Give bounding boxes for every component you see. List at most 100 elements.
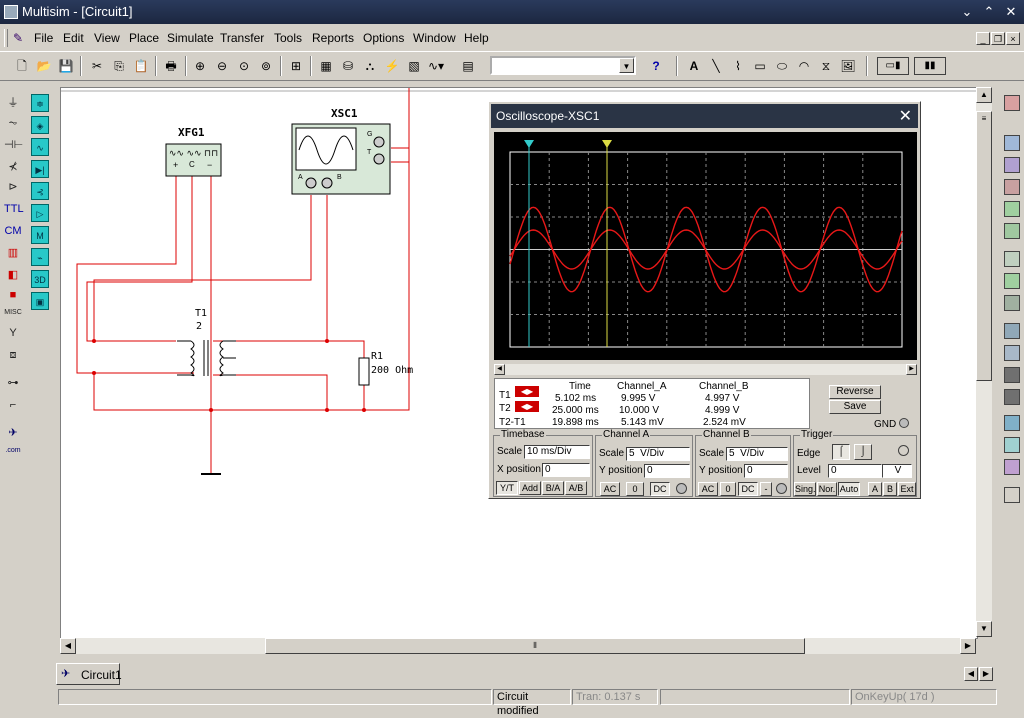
waveform-selector-icon[interactable]: ∿∿ ∿∿ ⊓⊓	[168, 148, 219, 158]
scroll-up-icon[interactable]: ▲	[976, 87, 992, 103]
scroll-right-icon[interactable]: ▶	[960, 638, 976, 654]
scroll-left-icon[interactable]: ◀	[494, 364, 505, 375]
pause-button-icon[interactable]: ▮▮	[914, 57, 946, 75]
simulate-lightning-icon[interactable]: ⚡	[384, 59, 400, 73]
bus-icon[interactable]: ⌐	[9, 399, 17, 411]
rising-edge-icon[interactable]: ⌠	[832, 444, 850, 460]
menu-transfer[interactable]: Transfer	[220, 31, 265, 45]
menu-reports[interactable]: Reports	[312, 31, 355, 45]
polyline-tool-icon[interactable]: ⌇	[735, 59, 741, 73]
ba-mode-button[interactable]: B/A	[542, 481, 564, 495]
channel-b-scale-field[interactable]: 5 V/Div	[726, 447, 788, 461]
sources-icon[interactable]: ⏚	[7, 97, 19, 109]
trigger-level-field[interactable]: 0	[828, 464, 882, 478]
oscilloscope-title-bar[interactable]: Oscilloscope-XSC1 ✕	[491, 104, 918, 128]
virtual-analog-icon[interactable]: ▷	[31, 204, 49, 222]
paste-icon[interactable]: 📋	[133, 59, 149, 73]
text-tool-icon[interactable]: A	[689, 59, 699, 73]
polygon-tool-icon[interactable]: ⧖	[821, 59, 831, 73]
channel-b-minus-button[interactable]: -	[760, 482, 772, 496]
current-probe-icon[interactable]	[1004, 487, 1020, 503]
trigger-normal-button[interactable]: Nor.	[817, 482, 837, 496]
channel-b-ac-button[interactable]: AC	[698, 482, 718, 496]
channel-a-ac-button[interactable]: AC	[600, 482, 620, 496]
horizontal-scrollbar[interactable]: ◀ ⦀ ▶	[60, 638, 976, 654]
trigger-b-button[interactable]: B	[883, 482, 897, 496]
oscilloscope-window[interactable]: Oscilloscope-XSC1 ✕ ◀ ▶ Time Channel_A C…	[488, 101, 921, 499]
zoom-in-icon[interactable]: ⊕	[194, 59, 206, 73]
close-icon[interactable]: ✕	[898, 108, 912, 125]
menu-edit[interactable]: Edit	[63, 31, 84, 45]
scroll-down-icon[interactable]: ▼	[976, 621, 992, 637]
menu-file[interactable]: File	[34, 31, 54, 45]
new-file-icon[interactable]: 🗋	[17, 59, 27, 73]
wattmeter-icon[interactable]	[1004, 157, 1020, 173]
virtual-source-icon[interactable]: ≑	[31, 94, 49, 112]
tab-scroll-left-icon[interactable]: ◀	[964, 667, 978, 681]
virtual-transistor-icon[interactable]: ⊰	[31, 182, 49, 200]
mdi-close-button[interactable]: ×	[1006, 32, 1020, 45]
frequency-counter-icon[interactable]	[1004, 223, 1020, 239]
diode-icon[interactable]: ⊣⊢	[4, 139, 24, 151]
hierarchy-icon[interactable]: ⊞	[290, 59, 302, 73]
channel-a-scale-field[interactable]: 5 V/Div	[626, 447, 690, 461]
basic-icon[interactable]: ⏦	[8, 117, 18, 129]
cmos-icon[interactable]: CM	[4, 225, 22, 237]
scroll-left-icon[interactable]: ◀	[60, 638, 76, 654]
mdi-restore-button[interactable]: ❐	[991, 32, 1005, 45]
virtual-3d-icon[interactable]: 3D	[31, 270, 49, 288]
ttl-icon[interactable]: TTL	[4, 203, 24, 215]
ab-mode-button[interactable]: A/B	[565, 481, 587, 495]
minimize-chevron-icon[interactable]: ⌄	[961, 4, 973, 19]
multimeter-icon[interactable]	[1004, 95, 1020, 111]
line-tool-icon[interactable]: ╲	[712, 59, 720, 73]
picture-tool-icon[interactable]: 🖼	[840, 59, 856, 73]
timebase-scale-field[interactable]: 10 ms/Div	[524, 445, 590, 459]
agilent-osc-icon[interactable]	[1004, 459, 1020, 475]
trigger-auto-button[interactable]: Auto	[838, 482, 860, 496]
distortion-analyzer-icon[interactable]	[1004, 345, 1020, 361]
channel-a-dc-button[interactable]: DC	[650, 482, 670, 496]
scroll-right-icon[interactable]: ▶	[906, 364, 917, 375]
channel-b-zero-button[interactable]: 0	[720, 482, 736, 496]
logic-analyzer-icon[interactable]	[1004, 273, 1020, 289]
reverse-button[interactable]: Reverse	[829, 385, 881, 399]
mixed-icon[interactable]: ◧	[7, 269, 19, 281]
misc-icon[interactable]: MISC	[4, 309, 22, 316]
spectrum-analyzer-icon[interactable]	[1004, 367, 1020, 383]
virtual-rated-icon[interactable]: ▣	[31, 292, 49, 310]
in-use-list-combo[interactable]: ▼	[490, 56, 636, 75]
channel-a-ypos-field[interactable]: 0	[644, 464, 690, 478]
channel-b-dc-button[interactable]: DC	[738, 482, 758, 496]
channel-b-terminal-icon[interactable]	[776, 483, 787, 494]
mdi-minimize-button[interactable]: _	[976, 32, 990, 45]
oscilloscope-icon[interactable]	[1004, 179, 1020, 195]
cut-icon[interactable]: ✂	[91, 59, 103, 73]
trigger-single-button[interactable]: Sing.	[794, 482, 816, 496]
save-disk-icon[interactable]: 💾	[58, 59, 74, 73]
analog-icon[interactable]: ⊳	[8, 181, 18, 193]
trigger-level-unit[interactable]: V	[882, 464, 912, 478]
help-question-icon[interactable]: ?	[652, 59, 660, 73]
spreadsheet-icon[interactable]: ▦	[320, 59, 332, 73]
bode-plotter-icon[interactable]	[1004, 201, 1020, 217]
print-icon[interactable]: 🖶	[165, 59, 177, 73]
function-generator-icon[interactable]	[1004, 135, 1020, 151]
menu-window[interactable]: Window	[413, 31, 456, 45]
add-mode-button[interactable]: Add	[519, 481, 541, 495]
virtual-misc-icon[interactable]: M	[31, 226, 49, 244]
trigger-ext-button[interactable]: Ext	[898, 482, 916, 496]
channel-b-ypos-field[interactable]: 0	[744, 464, 788, 478]
electromechanical-icon[interactable]: ⧈	[9, 349, 17, 361]
hierarchical-block-icon[interactable]: ⊶	[7, 377, 19, 389]
yt-mode-button[interactable]: Y/T	[496, 481, 518, 495]
misc-digital-icon[interactable]: ▥	[7, 247, 19, 259]
close-icon[interactable]: ✕	[1005, 4, 1017, 19]
channel-a-terminal-icon[interactable]	[676, 483, 687, 494]
t1-cursor-arrows-icon[interactable]: ◀▶	[515, 386, 539, 397]
rectangle-tool-icon[interactable]: ▭	[754, 59, 766, 73]
electronics-workbench-icon[interactable]: ✈	[8, 427, 18, 439]
chevron-down-icon[interactable]: ▼	[619, 58, 634, 73]
virtual-measurement-icon[interactable]: ⌁	[31, 248, 49, 266]
zoom-out-icon[interactable]: ⊖	[216, 59, 228, 73]
